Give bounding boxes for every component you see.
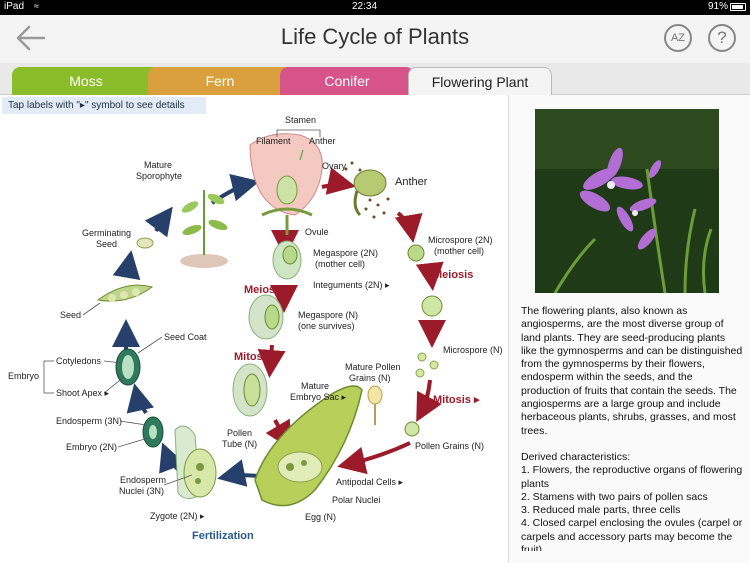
- microspore-meiosis-illustration: [421, 295, 443, 317]
- label-mature-embryo-1: Mature: [301, 381, 329, 391]
- wifi-icon: ≈: [34, 1, 39, 11]
- arrow-seed-to-germinating: [112, 250, 141, 281]
- device-name: iPad: [4, 1, 25, 12]
- tab-flowering-plant[interactable]: Flowering Plant: [408, 67, 552, 96]
- label-pollen-tube-1: Pollen: [227, 428, 252, 438]
- page-title: Life Cycle of Plants: [280, 24, 470, 49]
- megaspore-2n-illustration: [272, 240, 302, 280]
- label-mitosis-left: Mitosis: [234, 351, 272, 363]
- arrow-mitosis-left: [257, 344, 286, 378]
- hint-banner: Tap labels with "▸" symbol to see detail…: [2, 97, 206, 114]
- back-arrow-icon[interactable]: [14, 23, 48, 53]
- nav-bar: Life Cycle of Plants AZ ?: [0, 15, 750, 63]
- label-seed: Seed: [60, 310, 81, 320]
- label-microspore-2n-2: (mother cell): [434, 246, 484, 256]
- pollen-grain-illustration: [404, 421, 420, 437]
- label-germinating-2: Seed: [96, 239, 117, 249]
- germinating-seed-illustration: [136, 237, 154, 249]
- label-endosperm-nuclei-2: Nuclei (3N): [119, 486, 164, 496]
- megaspore-n-illustration: [248, 294, 284, 340]
- label-megaspore-n-2: (one survives): [298, 321, 355, 331]
- label-embryo: Embryo: [8, 371, 39, 381]
- tab-bar: Moss Fern Conifer Flowering Plant: [0, 63, 750, 96]
- tab-fern[interactable]: Fern: [148, 67, 292, 95]
- battery-icon: [730, 3, 746, 11]
- tab-conifer[interactable]: Conifer: [280, 67, 414, 95]
- label-endosperm-nuclei-1: Endosperm: [120, 475, 166, 485]
- label-antipodal-cells[interactable]: Antipodal Cells ▸: [336, 477, 404, 487]
- label-anther-top: Anther: [309, 136, 336, 146]
- arrow-mitosis-to-pollen: [416, 379, 442, 423]
- mature-pollen-illustration: [367, 385, 383, 425]
- label-anther[interactable]: Anther: [395, 176, 428, 188]
- arrow-anther-to-microspore: [394, 211, 423, 243]
- microspore-n-illustration: [415, 352, 439, 378]
- label-mature-pollen-2: Grains (N): [349, 373, 391, 383]
- label-embryo-2n: Embryo (2N): [66, 442, 117, 452]
- label-microspore-n: Microspore (N): [443, 345, 503, 355]
- clock: 22:34: [352, 1, 378, 12]
- tab-moss[interactable]: Moss: [12, 67, 160, 95]
- label-microspore-2n-1: Microspore (2N): [428, 235, 493, 245]
- flower-illustration: [249, 133, 323, 235]
- label-mature-sporophyte-2: Sporophyte: [136, 171, 182, 181]
- label-megaspore-n-1: Megaspore (N): [298, 310, 358, 320]
- arrow-germinating-to-sporophyte: [144, 206, 173, 238]
- label-ovule: Ovule: [305, 227, 329, 237]
- description-intro: The flowering plants, also known as angi…: [521, 305, 743, 437]
- derived-heading: Derived characteristics:: [521, 450, 631, 463]
- label-pollen-grains: Pollen Grains (N): [415, 441, 484, 451]
- derived-item: 1. Flowers, the reproductive organs of f…: [521, 464, 743, 490]
- label-cotyledons: Cotyledons: [56, 356, 102, 366]
- microspore-2n-illustration: [407, 244, 425, 262]
- detail-panel: The flowering plants, also known as angi…: [508, 95, 750, 563]
- label-mature-embryo-2[interactable]: Embryo Sac ▸: [290, 392, 347, 402]
- derived-item: 3. Reduced male parts, three cells: [521, 504, 681, 517]
- seed-pod-illustration: [96, 284, 154, 302]
- fertilization-ovule-illustration: [254, 385, 363, 507]
- mature-sporophyte-illustration: [180, 190, 228, 268]
- arrow-pollen-to-embryo-sac: [337, 441, 411, 475]
- derived-item: 4. Closed carpel enclosing the ovules (c…: [521, 517, 743, 551]
- life-cycle-diagram: Tap labels with "▸" symbol to see detail…: [0, 95, 508, 563]
- label-mitosis-right[interactable]: Mitosis ▸: [433, 394, 480, 406]
- label-integuments[interactable]: Integuments (2N) ▸: [313, 280, 390, 290]
- label-egg: Egg (N): [305, 512, 336, 522]
- label-polar-nuclei: Polar Nuclei: [332, 495, 381, 505]
- arrow-flower-to-anther: [321, 167, 356, 195]
- label-meiosis-left: Meiosis: [244, 284, 284, 296]
- label-megaspore-2n-2: (mother cell): [315, 259, 365, 269]
- derived-item: 2. Stamens with two pairs of pollen sacs: [521, 490, 708, 503]
- description-text: The flowering plants, also known as angi…: [521, 305, 743, 551]
- label-fertilization: Fertilization: [192, 530, 254, 542]
- arrow-microspore-meiosis: [415, 261, 444, 291]
- label-germinating-1: Germinating: [82, 228, 131, 238]
- status-bar: iPad ≈ 22:34 91%: [0, 0, 750, 15]
- flowering-plant-photo: [535, 109, 719, 293]
- diagram-canvas: Stamen Filament Anther Ovary Ovule Anthe…: [8, 115, 503, 542]
- embryo-endosperm-illustration: [142, 416, 164, 448]
- label-seed-coat: Seed Coat: [164, 332, 207, 342]
- label-stamen: Stamen: [285, 115, 316, 125]
- help-icon[interactable]: ?: [708, 24, 736, 52]
- label-pollen-tube-2: Tube (N): [222, 439, 257, 449]
- anther-illustration: [344, 161, 390, 219]
- label-mature-sporophyte-1: Mature: [144, 160, 172, 170]
- label-mature-pollen-1: Mature Pollen: [345, 362, 401, 372]
- arrow-embryo-to-seed-embryo: [126, 383, 155, 415]
- battery-percent: 91%: [708, 1, 729, 12]
- alphabetical-index-icon[interactable]: AZ: [664, 24, 692, 52]
- label-endosperm-3n: Endosperm (3N): [56, 416, 122, 426]
- label-meiosis-right: Meiosis: [433, 269, 473, 281]
- zygote-illustration: [174, 425, 217, 499]
- label-zygote[interactable]: Zygote (2N) ▸: [150, 511, 205, 521]
- label-shoot-apex[interactable]: Shoot Apex ▸: [56, 388, 110, 398]
- label-ovary: Ovary: [322, 161, 347, 171]
- label-megaspore-2n-1: Megaspore (2N): [313, 248, 378, 258]
- seed-embryo-illustration: [115, 348, 141, 386]
- label-filament: Filament: [256, 136, 291, 146]
- embryo-sac-illustration: [232, 363, 268, 417]
